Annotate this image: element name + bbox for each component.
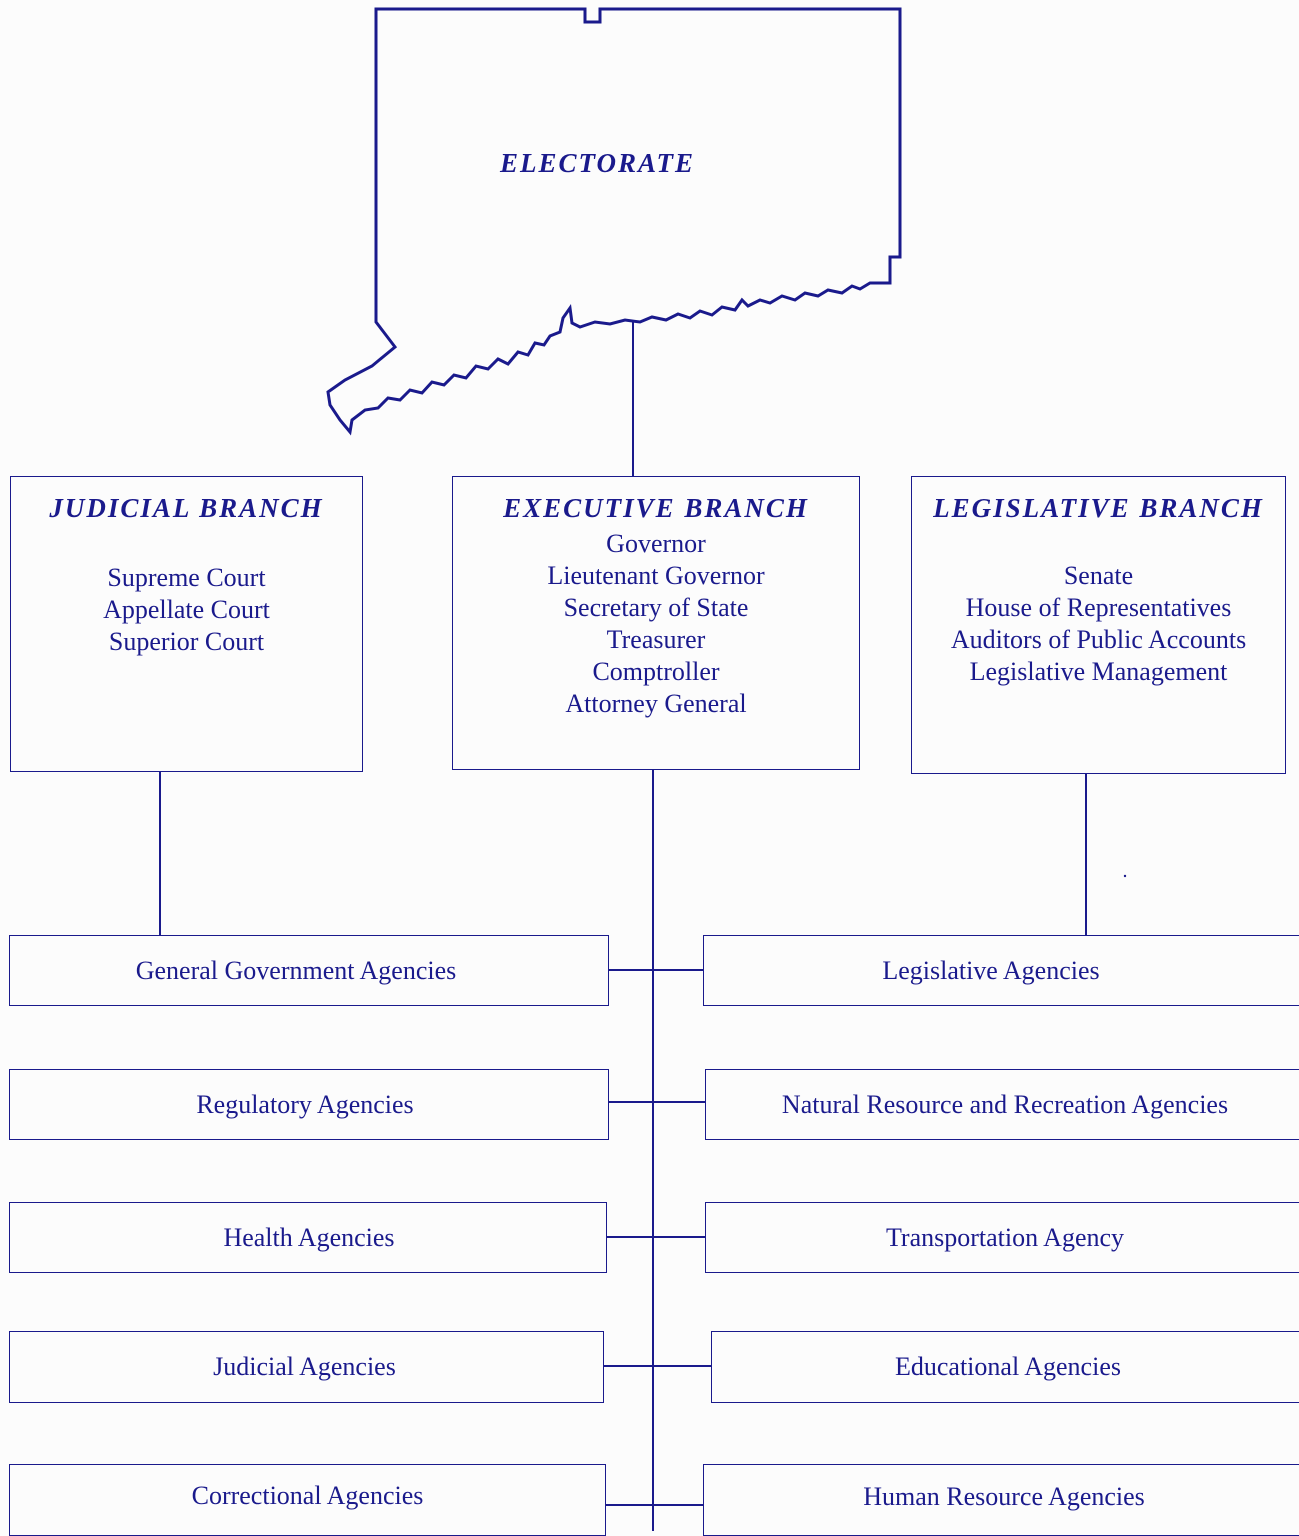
executive-branch-list: Governor Lieutenant Governor Secretary o… [453, 528, 859, 720]
agency-box-general-government: General Government Agencies [9, 935, 609, 1006]
electorate-label: ELECTORATE [500, 148, 696, 178]
branch-member: Supreme Court [107, 563, 266, 592]
agency-label: Transportation Agency [885, 1222, 1125, 1252]
executive-branch-title: EXECUTIVE BRANCH [503, 493, 809, 523]
judicial-branch-title: JUDICIAL BRANCH [49, 493, 324, 523]
agency-label: Natural Resource and Recreation Agencies [781, 1089, 1229, 1119]
agency-box-legislative: Legislative Agencies [703, 935, 1299, 1006]
branch-member: Governor [606, 529, 706, 558]
agency-label: Correctional Agencies [191, 1481, 424, 1510]
agency-box-human-resource: Human Resource Agencies [703, 1464, 1299, 1536]
agency-label: General Government Agencies [135, 955, 457, 985]
branch-member: Senate [1063, 561, 1134, 590]
branch-member: Treasurer [606, 625, 706, 654]
branch-member: Legislative Management [969, 657, 1228, 686]
agency-box-transportation: Transportation Agency [705, 1202, 1299, 1273]
agency-box-educational: Educational Agencies [711, 1331, 1299, 1403]
branch-member: Secretary of State [563, 593, 749, 622]
agency-box-judicial: Judicial Agencies [9, 1331, 604, 1403]
state-outline-map [326, 7, 902, 436]
branch-member: Lieutenant Governor [547, 561, 765, 590]
legislative-branch-list: Senate House of Representatives Auditors… [912, 560, 1285, 688]
judicial-branch-list: Supreme Court Appellate Court Superior C… [11, 562, 362, 658]
executive-branch-box: EXECUTIVE BRANCH Governor Lieutenant Gov… [452, 476, 860, 770]
agency-box-natural-resource: Natural Resource and Recreation Agencies [705, 1069, 1299, 1140]
branch-member: Superior Court [108, 627, 265, 656]
branch-member: House of Representatives [965, 593, 1232, 622]
branch-member: Comptroller [592, 657, 720, 686]
agency-label: Legislative Agencies [882, 955, 1100, 985]
judicial-branch-box: JUDICIAL BRANCH Supreme Court Appellate … [10, 476, 363, 772]
branch-member: Auditors of Public Accounts [950, 625, 1247, 654]
legislative-branch-box: LEGISLATIVE BRANCH Senate House of Repre… [911, 476, 1286, 774]
agency-label: Educational Agencies [895, 1352, 1121, 1381]
agency-label: Regulatory Agencies [196, 1089, 414, 1119]
branch-member: Attorney General [565, 689, 747, 718]
branch-member: Appellate Court [103, 595, 270, 624]
legislative-branch-title: LEGISLATIVE BRANCH [933, 493, 1264, 523]
agency-label: Human Resource Agencies [863, 1482, 1145, 1511]
agency-label: Judicial Agencies [213, 1352, 396, 1381]
agency-box-health: Health Agencies [9, 1202, 607, 1273]
agency-label: Health Agencies [223, 1222, 395, 1252]
agency-box-regulatory: Regulatory Agencies [9, 1069, 609, 1140]
agency-box-correctional: Correctional Agencies [9, 1464, 606, 1536]
